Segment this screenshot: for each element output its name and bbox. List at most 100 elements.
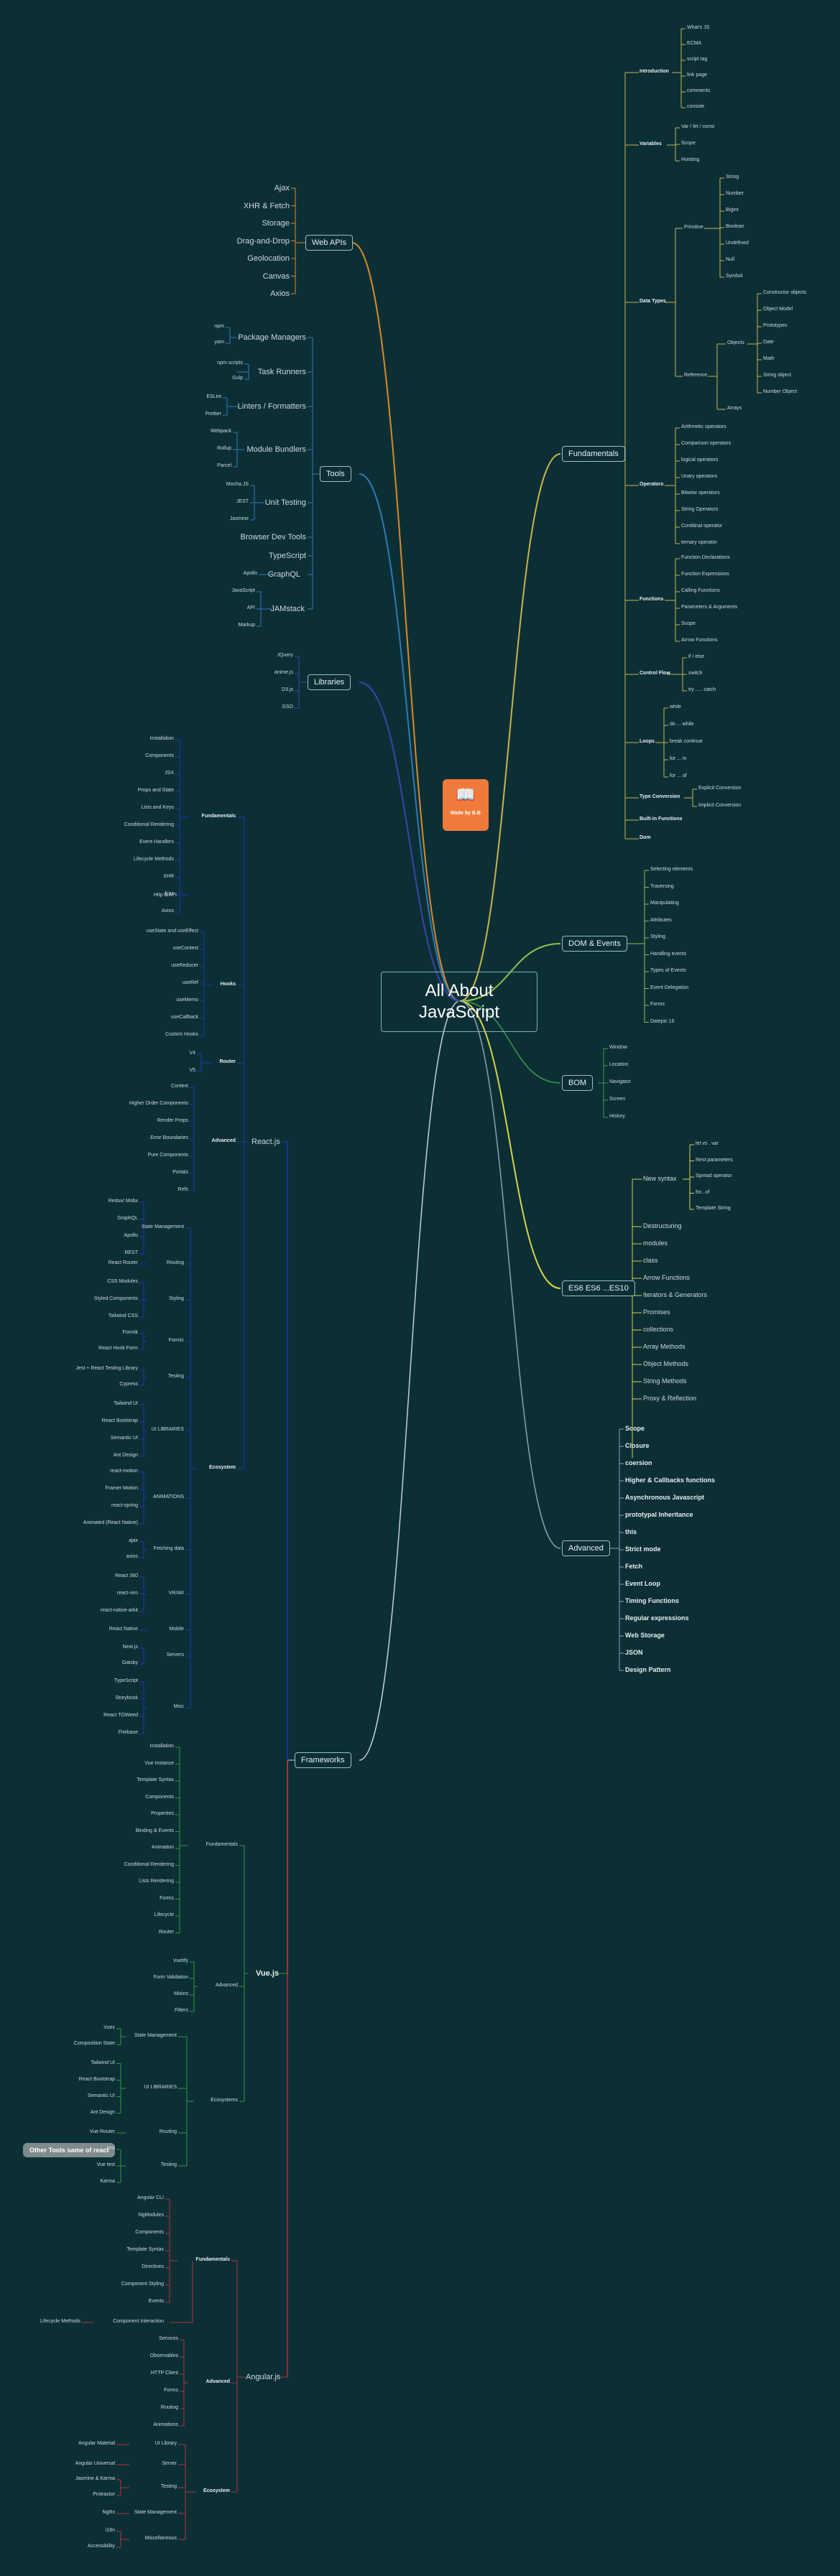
leaf-item[interactable]: react-motion	[110, 1469, 138, 1474]
leaf-item[interactable]: React Router	[108, 1260, 138, 1265]
leaf-item[interactable]: Properties	[151, 1811, 174, 1816]
leaf-item[interactable]: Screen	[609, 1097, 626, 1102]
leaf-item[interactable]: Storage	[262, 219, 290, 228]
leaf-item[interactable]: Function Declarations	[681, 555, 730, 560]
leaf-item[interactable]: Unary operators	[681, 474, 718, 479]
leaf-item[interactable]: Jasmine	[229, 516, 249, 521]
leaf-item[interactable]: Traversing	[650, 883, 674, 889]
leaf-item[interactable]: Geolocation	[247, 254, 290, 263]
vue-sub-label[interactable]: Advanced	[215, 1983, 238, 1988]
leaf-item[interactable]: Undefined	[726, 241, 749, 246]
leaf-item[interactable]: useCallback	[170, 1015, 198, 1020]
leaf-item[interactable]: Rollup	[217, 446, 231, 451]
leaf-item[interactable]: React 360	[115, 1573, 138, 1578]
leaf-item[interactable]: react-viro	[116, 1591, 138, 1596]
leaf-item[interactable]: i18n	[105, 2528, 115, 2533]
leaf-item[interactable]: Axios	[270, 289, 290, 298]
leaf-item[interactable]: Window	[609, 1045, 627, 1050]
leaf-item[interactable]: Var / let / const	[681, 124, 715, 129]
leaf-item[interactable]: JQuery	[277, 653, 293, 658]
es6-item[interactable]: String Methods	[643, 1377, 687, 1385]
leaf-item[interactable]: Vue Router	[89, 2129, 115, 2134]
branch-bom[interactable]: BOM	[562, 1075, 594, 1091]
branch-frameworks[interactable]: Frameworks	[295, 1752, 351, 1768]
leaf-item[interactable]: NgRx	[102, 2510, 115, 2515]
tools-item[interactable]: Browser Dev Tools	[240, 533, 307, 541]
leaf-item[interactable]: Lifecycle Methods	[133, 857, 174, 862]
leaf-item[interactable]: Ant Design	[90, 2109, 115, 2115]
react-http-label[interactable]: Http & API	[153, 893, 177, 898]
leaf-item[interactable]: Regular expressions	[625, 1614, 689, 1622]
leaf-item[interactable]: Math	[763, 356, 775, 361]
leaf-item[interactable]: Jest + React Testing Library	[75, 1366, 138, 1371]
leaf-item[interactable]: Render Props	[157, 1118, 188, 1123]
leaf-item[interactable]: break continue	[670, 739, 703, 744]
leaf-item[interactable]: Function Expressions	[681, 572, 729, 577]
react-eco-label[interactable]: ANIMATIONS	[152, 1494, 184, 1499]
leaf-item[interactable]: Apollo	[124, 1233, 138, 1238]
leaf-item[interactable]: Animated (React Native)	[83, 1520, 138, 1525]
leaf-item[interactable]: try ..... catch	[688, 687, 716, 692]
fundamentals-sub-label[interactable]: Data Types	[640, 299, 666, 304]
leaf-item[interactable]: Vuex	[103, 2025, 115, 2030]
leaf-item[interactable]: Scope	[625, 1425, 645, 1432]
react-eco-label[interactable]: Fetching data	[153, 1546, 184, 1551]
leaf-item[interactable]: React Hook Form	[98, 1346, 138, 1351]
leaf-item[interactable]: Refs	[177, 1187, 188, 1192]
leaf-item[interactable]: Styled Components	[93, 1296, 138, 1301]
leaf-item[interactable]: Navigator	[609, 1079, 631, 1084]
leaf-item[interactable]: XHR & Fetch	[243, 201, 290, 210]
leaf-item[interactable]: Higher Order Components	[129, 1101, 188, 1106]
fundamentals-sub-label[interactable]: Functions	[640, 597, 664, 602]
arrays-label[interactable]: Arrays	[727, 406, 742, 411]
leaf-item[interactable]: Attributes	[650, 917, 672, 923]
leaf-item[interactable]: JSON	[625, 1649, 643, 1656]
leaf-item[interactable]: Canvas	[262, 271, 290, 281]
angular-eco-label[interactable]: UI Library	[154, 2441, 177, 2446]
leaf-item[interactable]: V5	[189, 1068, 195, 1073]
leaf-item[interactable]: Accessibility	[87, 2544, 115, 2549]
leaf-item[interactable]: Firebase	[118, 1730, 138, 1735]
leaf-item[interactable]: Parcel	[217, 463, 231, 468]
leaf-item[interactable]: Animation	[151, 1845, 174, 1850]
leaf-item[interactable]: Tailwind UI	[114, 1401, 138, 1406]
leaf-item[interactable]: Scope	[681, 141, 696, 146]
objects-label[interactable]: Objects	[727, 340, 744, 345]
leaf-item[interactable]: Contitinal operator	[681, 524, 723, 529]
leaf-item[interactable]: Installation	[149, 736, 174, 741]
es6-item[interactable]: Destructuring	[643, 1222, 682, 1229]
leaf-item[interactable]: Comparison operators	[681, 441, 731, 446]
es6-item[interactable]: Proxy & Reflection	[643, 1395, 697, 1402]
leaf-item[interactable]: Lifecycle	[154, 1912, 174, 1917]
fundamentals-sub-label[interactable]: Loops	[640, 739, 655, 744]
leaf-item[interactable]: Lists and Keys	[141, 805, 174, 810]
leaf-item[interactable]: anime.js	[274, 670, 293, 675]
es6-item[interactable]: Arrow Functions	[643, 1274, 691, 1281]
leaf-item[interactable]: Arithmetic operators	[681, 424, 726, 429]
leaf-item[interactable]: npm	[214, 324, 224, 329]
es6-item[interactable]: Object Methods	[643, 1360, 689, 1367]
leaf-item[interactable]: Angular Universal	[75, 2461, 115, 2466]
leaf-item[interactable]: Angular CLI	[137, 2195, 164, 2200]
angular-interaction-label[interactable]: Component Interaction	[113, 2319, 164, 2324]
leaf-item[interactable]: Strict mode	[625, 1545, 661, 1553]
fundamentals-sub-label[interactable]: Variables	[640, 141, 662, 147]
leaf-item[interactable]: Implicit Conversion	[698, 803, 742, 808]
leaf-item[interactable]: Parameters & Arguments	[681, 605, 738, 610]
leaf-item[interactable]: Forms	[160, 1895, 174, 1901]
tools-sub-label[interactable]: Package Managers	[238, 333, 306, 342]
es6-item[interactable]: modules	[643, 1240, 668, 1247]
branch-advanced[interactable]: Advanced	[562, 1540, 610, 1556]
leaf-item[interactable]: REST	[124, 1250, 138, 1255]
leaf-item[interactable]: useContext	[172, 946, 198, 951]
leaf-item[interactable]: Router	[158, 1929, 174, 1935]
leaf-item[interactable]: Filters	[174, 2008, 188, 2013]
leaf-item[interactable]: Custom Hooks	[165, 1032, 198, 1037]
leaf-item[interactable]: Components	[135, 2230, 164, 2235]
leaf-item[interactable]: Arrow Functions	[681, 638, 718, 643]
leaf-item[interactable]: Datepic 15	[650, 1018, 675, 1024]
leaf-item[interactable]: do ... while	[670, 722, 694, 727]
react-sub-label[interactable]: Ecosystem	[209, 1465, 236, 1470]
tools-item[interactable]: TypeScript	[269, 552, 306, 560]
leaf-item[interactable]: Hoisting	[681, 157, 700, 162]
